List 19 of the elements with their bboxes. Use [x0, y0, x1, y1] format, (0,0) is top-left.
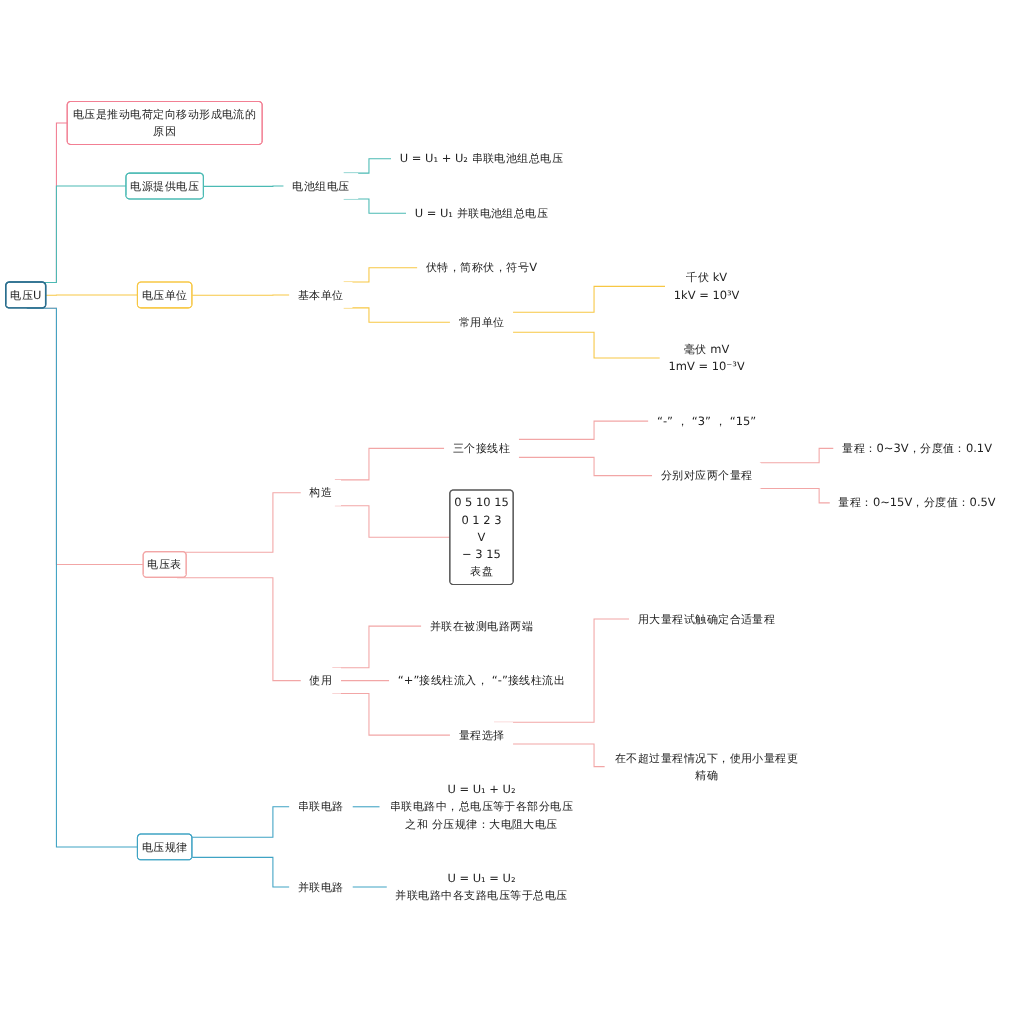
connector — [759, 447, 835, 464]
connector — [343, 198, 407, 214]
connector — [340, 680, 390, 682]
connector — [351, 806, 381, 808]
connector — [518, 456, 653, 477]
connector — [343, 307, 451, 323]
connector — [343, 267, 418, 283]
connector — [191, 856, 290, 888]
connector — [45, 294, 139, 296]
connector — [203, 185, 285, 187]
connector — [512, 331, 661, 359]
connector — [191, 806, 290, 838]
connector — [191, 294, 290, 296]
connector — [518, 420, 649, 440]
connector — [512, 285, 666, 313]
connector — [759, 487, 831, 504]
connector — [183, 492, 302, 553]
connector — [512, 743, 606, 768]
connector — [343, 158, 392, 174]
